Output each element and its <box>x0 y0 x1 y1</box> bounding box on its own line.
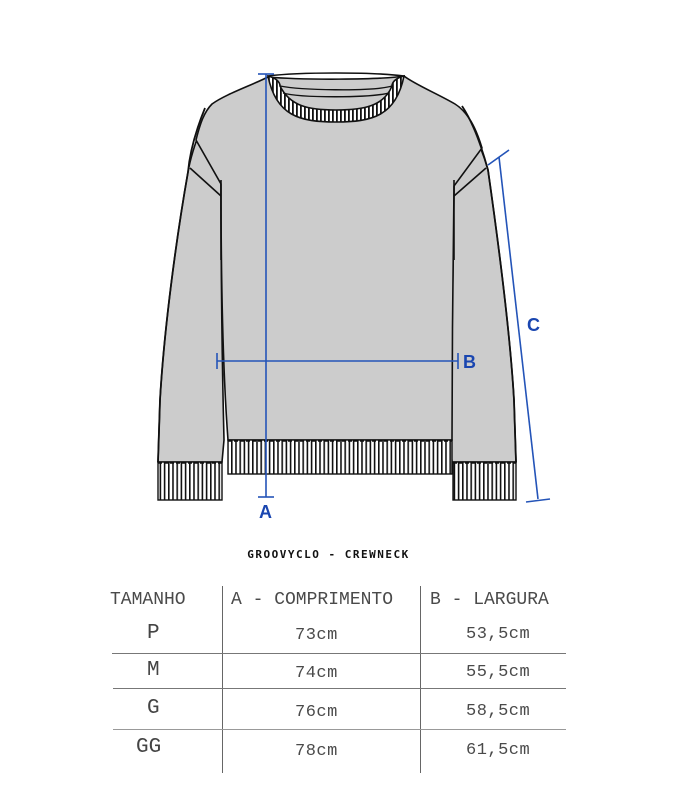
row-divider <box>113 729 566 730</box>
largura-cell: 55,5cm <box>466 663 531 682</box>
measure-b <box>216 353 459 369</box>
label-c: C <box>527 315 540 335</box>
neck-rib <box>266 74 406 123</box>
size-cell: P <box>147 622 160 645</box>
column-divider <box>222 586 223 773</box>
comprimento-cell: 74cm <box>295 664 338 683</box>
largura-cell: 61,5cm <box>466 741 531 760</box>
largura-cell: 53,5cm <box>466 625 531 644</box>
size-cell: G <box>147 697 160 720</box>
row-divider <box>113 688 566 689</box>
label-a: A <box>259 502 272 522</box>
header-largura: B - LARGURA <box>430 590 549 610</box>
size-cell: GG <box>136 736 162 759</box>
header-tamanho: TAMANHO <box>110 590 186 610</box>
measure-c <box>487 149 551 503</box>
right-cuff <box>452 461 517 501</box>
label-b: B <box>463 352 476 372</box>
comprimento-cell: 78cm <box>295 742 338 761</box>
sweater-illustration: A B C <box>157 72 551 522</box>
size-cell: M <box>147 659 160 682</box>
row-divider <box>112 653 566 654</box>
comprimento-cell: 76cm <box>295 703 338 722</box>
left-cuff <box>157 461 223 501</box>
comprimento-cell: 73cm <box>295 626 338 645</box>
largura-cell: 58,5cm <box>466 702 531 721</box>
product-title: GROOVYCLO - CREWNECK <box>247 548 410 561</box>
header-comprimento: A - COMPRIMENTO <box>231 590 394 610</box>
column-divider <box>420 586 421 773</box>
measure-a <box>258 73 274 498</box>
